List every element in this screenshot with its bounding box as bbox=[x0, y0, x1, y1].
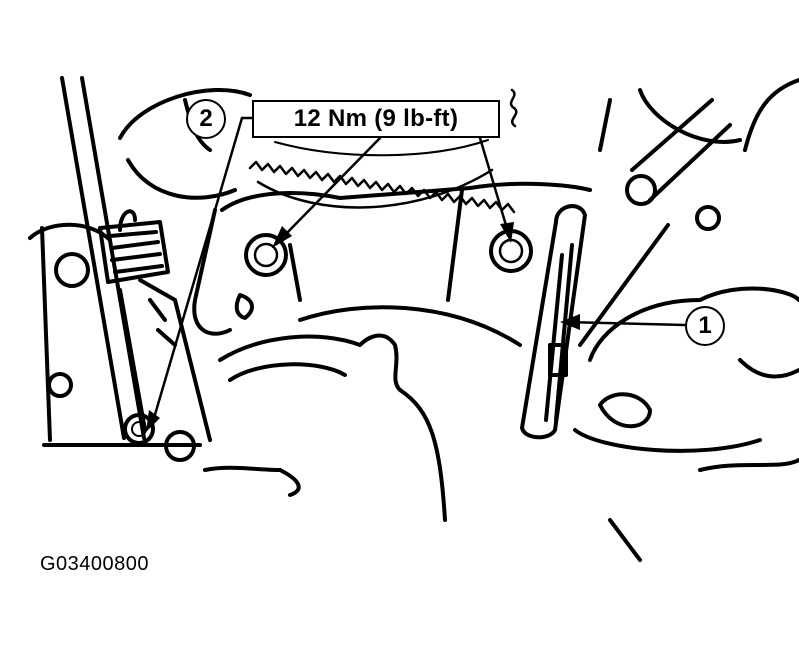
callout-1-number: 1 bbox=[698, 312, 712, 339]
torque-spec-label: 12 Nm (9 lb-ft) bbox=[252, 100, 500, 138]
front-cover bbox=[192, 181, 592, 347]
callout-2: 2 bbox=[186, 99, 226, 139]
arrowheads bbox=[146, 222, 580, 432]
cam-gear-teeth bbox=[248, 160, 516, 214]
figure-id: G03400800 bbox=[40, 553, 150, 575]
tensioner-assembly bbox=[98, 209, 212, 462]
guide-bolt-left bbox=[244, 233, 288, 277]
right-block bbox=[573, 78, 799, 562]
leader-lines bbox=[152, 116, 687, 420]
tensioner-bolt-lower bbox=[123, 413, 155, 445]
camshaft-housing bbox=[118, 88, 252, 200]
callout-1: 1 bbox=[685, 306, 725, 346]
chain-guide bbox=[520, 204, 587, 440]
hand-silhouette bbox=[203, 333, 447, 522]
cam-gear-arc bbox=[274, 139, 489, 157]
left-block-lines bbox=[28, 76, 202, 447]
callout-2-number: 2 bbox=[199, 105, 213, 132]
break-line bbox=[509, 88, 518, 128]
torque-spec-text: 12 Nm (9 lb-ft) bbox=[293, 105, 459, 132]
